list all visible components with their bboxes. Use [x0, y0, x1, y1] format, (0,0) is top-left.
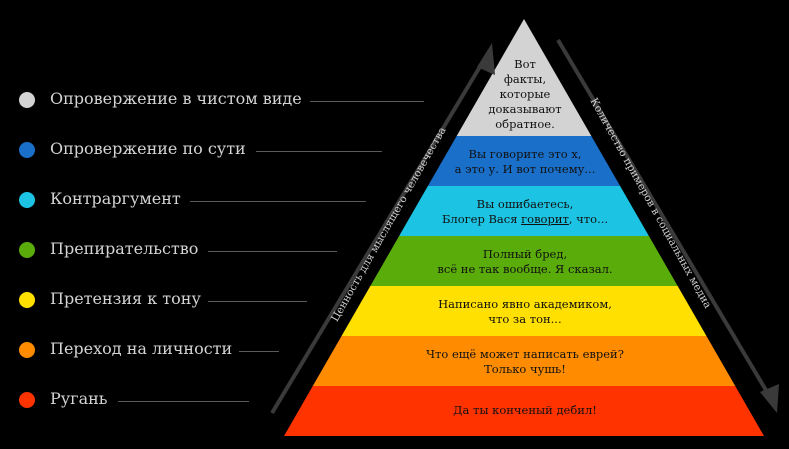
right-arrow-head	[760, 384, 779, 413]
pyramid-level-2	[427, 136, 621, 186]
level-3-text: Вы ошибаетесь, Блогер Вася говорит, что.…	[441, 197, 609, 226]
legend-color-dot-icon	[19, 342, 35, 358]
level-5-text: Написано явно академиком, что за тон...	[438, 297, 612, 326]
legend-label: Опровержение в чистом виде	[50, 89, 302, 108]
pyramid-level-6	[312, 336, 736, 386]
legend-color-dot-icon	[19, 192, 35, 208]
legend-label: Опровержение по сути	[50, 139, 246, 158]
legend-leader-line	[118, 401, 249, 402]
legend-item: Опровержение в чистом виде	[0, 88, 430, 112]
legend-label: Препирательство	[50, 239, 199, 258]
legend-leader-line	[239, 351, 279, 352]
legend-color-dot-icon	[19, 242, 35, 258]
legend-leader-line	[310, 101, 424, 102]
level-7-text: Да ты конченый дебил!	[453, 403, 597, 417]
legend-color-dot-icon	[19, 292, 35, 308]
legend-color-dot-icon	[19, 392, 35, 408]
legend-label: Переход на личности	[50, 339, 233, 358]
level-4-text: Полный бред, всё не так вообще. Я сказал…	[437, 247, 613, 276]
legend-item: Опровержение по сути	[0, 138, 430, 162]
legend-item: Препирательство	[0, 238, 430, 262]
legend-leader-line	[208, 251, 337, 252]
level-1-text: Вот факты, которые доказывают обратное.	[488, 57, 562, 131]
pyramid-level-7	[284, 386, 764, 436]
pyramid-level-5	[341, 286, 707, 336]
pyramid-level-1	[456, 19, 592, 136]
legend-label: Ругань	[50, 389, 108, 408]
right-arrow-shaft	[556, 38, 772, 399]
left-arrow-head	[477, 43, 495, 75]
legend-label: Контраргумент	[50, 189, 181, 208]
level-2-text: Вы говорите это х, а это у. И вот почему…	[454, 147, 596, 176]
legend-item: Претензия к тону	[0, 288, 430, 312]
legend-item: Ругань	[0, 388, 430, 412]
pyramid-level-3	[399, 186, 649, 236]
legend-leader-line	[208, 301, 307, 302]
left-arrow-shaft	[270, 58, 486, 415]
level-6-text: Что ещё может написать еврей? Только чуш…	[426, 347, 624, 376]
legend-leader-line	[190, 201, 366, 202]
legend-item: Переход на личности	[0, 338, 430, 362]
legend-label: Претензия к тону	[50, 289, 201, 308]
govorit-link[interactable]: говорит	[521, 212, 569, 226]
legend-color-dot-icon	[19, 142, 35, 158]
legend-item: Контраргумент	[0, 188, 430, 212]
pyramid-level-4	[370, 236, 678, 286]
legend-color-dot-icon	[19, 92, 35, 108]
legend-leader-line	[256, 151, 382, 152]
